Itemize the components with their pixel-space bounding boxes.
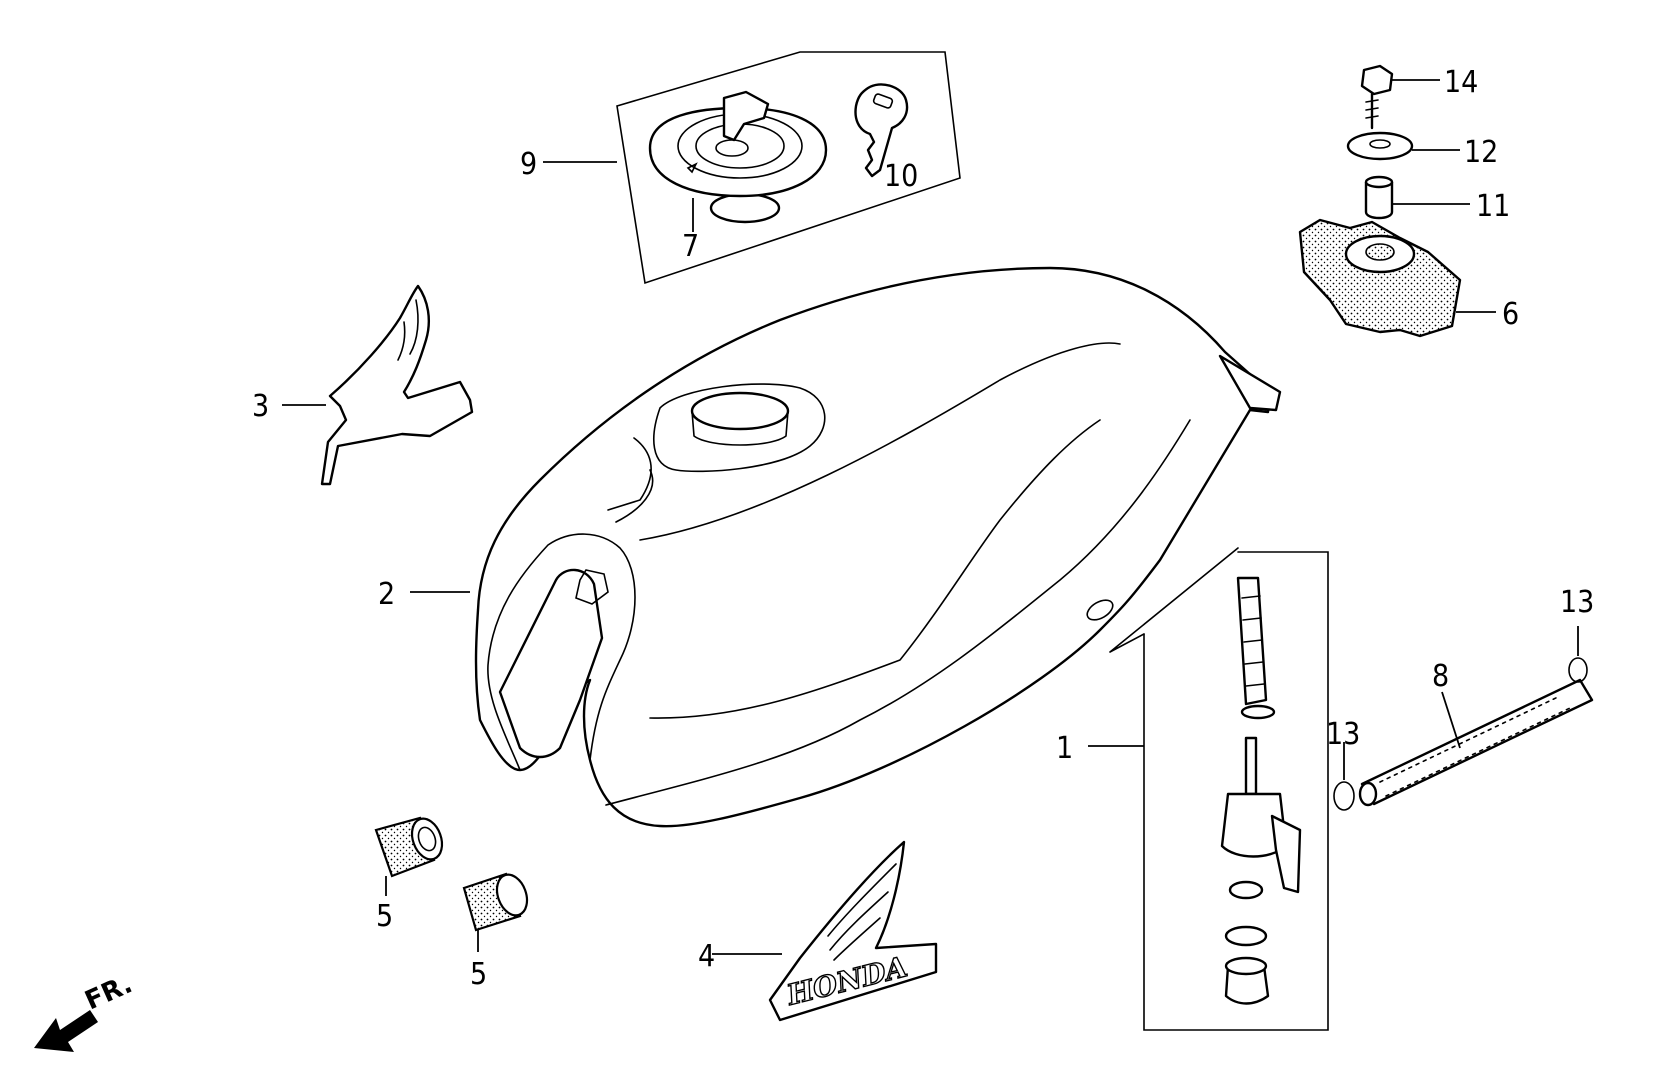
callout-1: 1	[1056, 731, 1073, 766]
callout-7: 7	[682, 229, 699, 264]
callout-4: 4	[698, 939, 715, 974]
callout-13-right: 13	[1560, 585, 1594, 620]
callout-6: 6	[1502, 297, 1519, 332]
hose-clip-13-right	[1568, 626, 1588, 683]
hose-clip-13-left	[1333, 742, 1355, 811]
honda-emblem-4: HONDA	[712, 840, 938, 1022]
bolt-14	[1360, 64, 1440, 130]
callout-9: 9	[520, 147, 537, 182]
fuel-valve-group	[1088, 547, 1329, 1031]
fuel-tank	[410, 266, 1282, 828]
callout-2: 2	[378, 577, 395, 612]
callout-11: 11	[1476, 189, 1510, 224]
front-direction-arrow: FR.	[34, 969, 137, 1052]
rubber-damper-upper	[374, 816, 444, 896]
rubber-mount-6	[1298, 218, 1496, 338]
rubber-damper-lower	[462, 872, 529, 952]
ignition-key-illustration	[854, 83, 909, 178]
rear-mount-group	[1298, 64, 1496, 338]
callout-13-left: 13	[1326, 717, 1360, 752]
fuel-cap-group	[543, 51, 961, 285]
callout-5b: 5	[470, 957, 487, 992]
callout-14: 14	[1444, 65, 1478, 100]
callout-10: 10	[884, 159, 918, 194]
collar-11	[1364, 175, 1470, 220]
fuel-cap-illustration	[648, 90, 828, 224]
callout-12: 12	[1464, 135, 1498, 170]
front-direction-label: FR.	[81, 969, 137, 1016]
callout-5a: 5	[376, 899, 393, 934]
callout-8: 8	[1432, 659, 1449, 694]
washer-12	[1346, 131, 1460, 161]
wing-emblem-3	[282, 284, 474, 486]
fuel-tube-8	[1358, 678, 1594, 807]
callout-3: 3	[252, 389, 269, 424]
